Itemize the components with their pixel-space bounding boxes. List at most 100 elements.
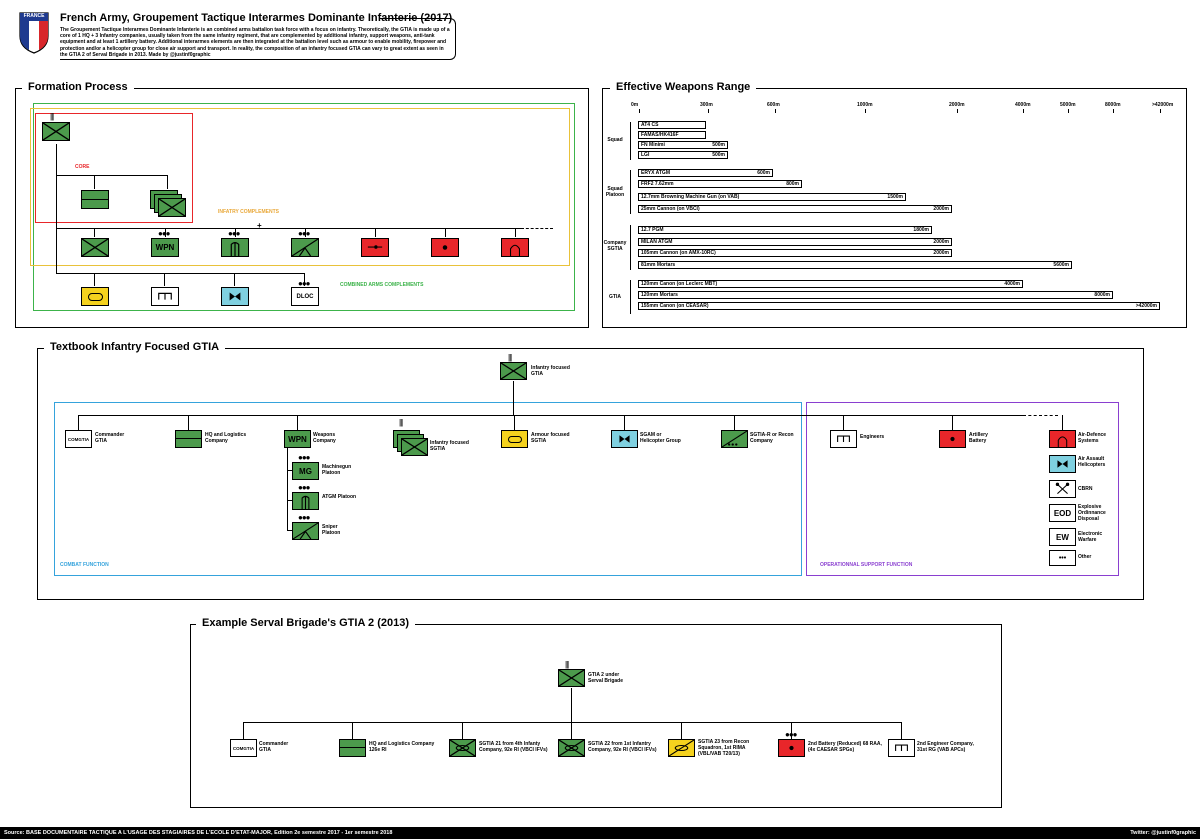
connector xyxy=(287,500,292,501)
range-tick-label: 1000m xyxy=(857,102,873,108)
platoon-echelon: ●●● xyxy=(298,229,310,238)
engineer-symbol xyxy=(151,287,179,306)
weapon-range-value: 500m xyxy=(712,142,725,148)
inf-sgtia-symbol xyxy=(401,438,428,456)
connector xyxy=(445,228,446,237)
connector xyxy=(287,530,292,531)
weapon-label: FRF2 7.62mm xyxy=(641,181,674,187)
serval-panel xyxy=(190,624,1002,808)
sgam-label: SGAM or Helicopter Group xyxy=(640,432,681,444)
group-bracket xyxy=(630,280,631,314)
other-symbol: ••• xyxy=(1049,550,1076,566)
mg-label: Machinegun Platoon xyxy=(322,464,352,476)
connector xyxy=(513,381,514,415)
connector xyxy=(243,722,244,739)
armour-sgtia-label: Armour focused SGTIA xyxy=(531,432,570,444)
gtia2-label: GTIA 2 under Serval Brigade xyxy=(588,672,624,684)
weapon-range-value: 600m xyxy=(757,170,770,176)
connector xyxy=(843,415,844,430)
range-gridline xyxy=(775,109,776,113)
connector xyxy=(287,470,292,471)
connector xyxy=(297,415,298,430)
connector-dashed xyxy=(521,228,553,229)
connector xyxy=(234,273,235,286)
eod-label: Explosive Ordinnance Disposal xyxy=(1078,504,1106,522)
sniper-label: Sniper Platoon xyxy=(322,524,341,536)
support-function-label: OPERATIONNAL SUPPORT FUNCTION xyxy=(820,562,913,568)
connector xyxy=(462,722,463,739)
air-assault-symbol xyxy=(1049,455,1076,473)
connector xyxy=(56,273,304,274)
group-squad-platoon: Squad Platoon xyxy=(605,186,625,198)
infantry-companies-symbol xyxy=(158,198,186,217)
weapon-range-bar: 12.7mm Browning Machine Gun (on VAB)1500… xyxy=(638,193,906,201)
range-gridline xyxy=(1113,109,1114,113)
weapons-company-symbol: WPN xyxy=(284,430,311,448)
battalion-echelon: ||| xyxy=(565,660,569,669)
connector xyxy=(94,273,95,286)
connector xyxy=(1062,415,1063,430)
weapons-label: Weapons Company xyxy=(313,432,336,444)
connector xyxy=(901,722,902,739)
core-label: CORE xyxy=(75,164,90,170)
weapon-label: 105mm Cannon (on AMX-10RC) xyxy=(641,250,716,256)
weapon-range-bar: 25mm Cannon (on VBCI)2000m xyxy=(638,205,952,213)
range-tick-label: 0m xyxy=(631,102,639,108)
weapon-range-value: 5600m xyxy=(1053,262,1069,268)
infantry-complements-label: INFATRY COMPLEMENTS xyxy=(218,209,280,215)
weapon-label: 120mm Canon (on Leclerc MBT) xyxy=(641,281,718,287)
connector xyxy=(56,144,57,274)
cbrn-label: CBRN xyxy=(1078,486,1093,492)
connector xyxy=(304,273,305,286)
range-tick-label: 4000m xyxy=(1015,102,1031,108)
battalion-echelon: ||| xyxy=(508,353,512,362)
weapon-range-value: 1500m xyxy=(887,194,903,200)
combat-function-label: COMBAT FUNCTION xyxy=(60,562,109,568)
serval-commander-label: Commander GTIA xyxy=(259,741,289,753)
ew-symbol: EW xyxy=(1049,528,1076,546)
textbook-panel xyxy=(37,348,1144,600)
connector xyxy=(78,415,79,430)
gtia2-symbol xyxy=(558,669,585,687)
range-tick-label: 5000m xyxy=(1060,102,1076,108)
connector xyxy=(56,228,521,229)
battalion-echelon: ||| xyxy=(50,112,54,121)
connector xyxy=(352,722,353,739)
platoon-echelon: ●●● xyxy=(298,483,310,492)
recon-label: SGTIA-R or Recon Company xyxy=(750,432,794,444)
sniper-platoon-symbol xyxy=(291,238,319,257)
sgtia23-label: SGTIA 23 from Recon Squadron, 1st RIMA (… xyxy=(698,739,750,757)
infantry-box xyxy=(30,108,570,266)
engineers-label: Engineers xyxy=(860,434,885,440)
cbrn-symbol xyxy=(1049,480,1076,498)
serval-engineer-label: 2nd Engineer Company, 31st RG (VAB APCs) xyxy=(917,741,974,753)
weapons-title: Effective Weapons Range xyxy=(610,81,757,93)
group-company: Company SGTIA xyxy=(603,240,627,252)
weapon-label: 81mm Mortars xyxy=(641,262,676,268)
connector xyxy=(94,175,95,189)
weapon-range-value: 500m xyxy=(712,152,725,158)
battery-symbol xyxy=(778,739,805,757)
title-rule xyxy=(380,18,456,25)
connector xyxy=(515,228,516,237)
sgtia21-symbol xyxy=(449,739,476,757)
formation-panel xyxy=(15,88,589,328)
weapon-label: 12.7 PGM xyxy=(641,227,664,233)
connector xyxy=(235,228,236,237)
connector xyxy=(56,175,168,176)
connector xyxy=(167,175,168,189)
serval-comgtia-symbol: COMGTIA xyxy=(230,739,257,757)
gtia-symbol xyxy=(500,362,527,380)
air-defence-symbol xyxy=(501,238,529,257)
platoon-echelon: ●●● xyxy=(228,229,240,238)
weapon-range-value: 2000m xyxy=(933,206,949,212)
hq-label: HQ and Logistics Company xyxy=(205,432,247,444)
serval-hq-label: HQ and Logistics Company 126e RI xyxy=(369,741,435,753)
connector xyxy=(514,415,515,430)
